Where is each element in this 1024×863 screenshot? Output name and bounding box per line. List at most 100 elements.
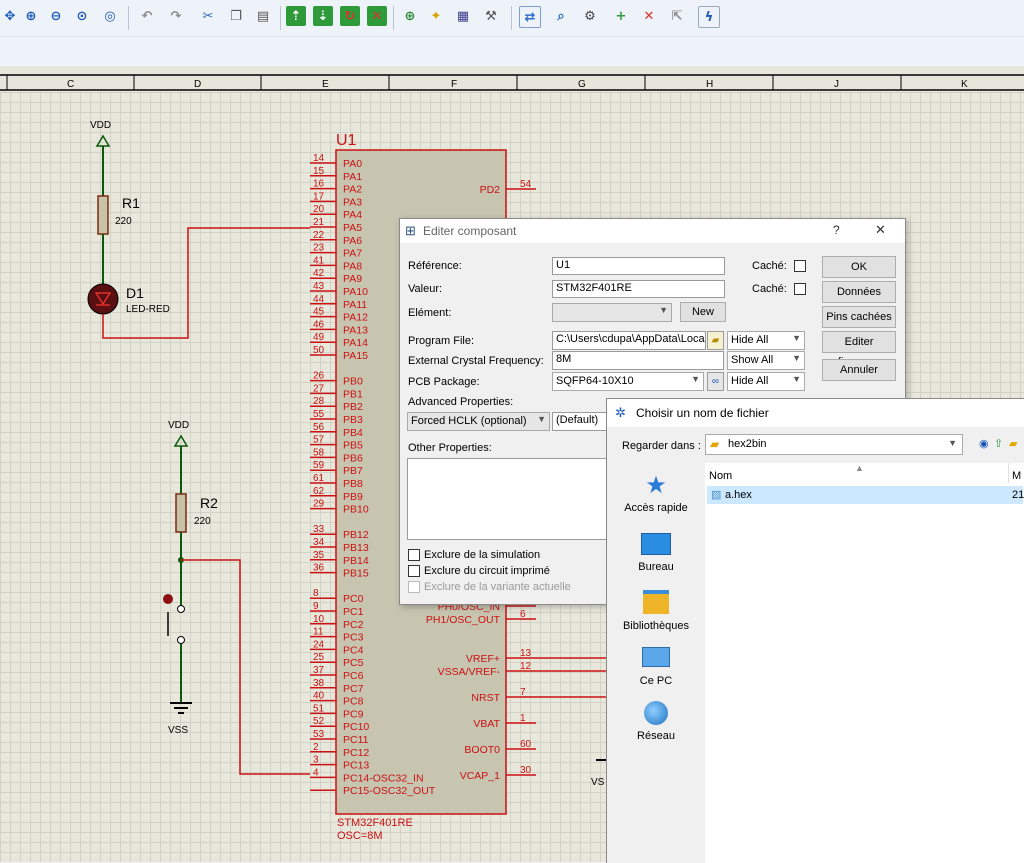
pin-number: 45 [313,307,325,318]
column-name-header[interactable]: Nom [709,470,732,482]
file-row[interactable]: ▧ a.hex 21 [707,486,1023,504]
pin-name: PB4 [343,427,363,439]
hidden-pins-button[interactable]: Pins cachées [822,306,896,328]
pin-number: 27 [313,383,325,394]
back-icon[interactable]: ◉ [979,437,989,450]
app-icon: ✲ [615,405,626,421]
reference-input[interactable]: U1 [552,257,725,275]
pin-number: 38 [313,678,325,689]
file-dialog-titlebar[interactable]: ✲ Choisir un nom de fichier [607,399,1024,427]
file-name: a.hex [725,489,752,501]
pin-name: PC12 [343,747,369,759]
ok-button[interactable]: OK [822,256,896,278]
place-network[interactable]: Réseau [607,701,705,742]
pin-number: 30 [520,765,532,776]
r1-value: 220 [115,216,132,227]
exclude-pcb-checkbox[interactable] [408,565,420,577]
pin-number: 4 [313,767,319,778]
pin-name: PA10 [343,286,368,298]
pin-name: PB13 [343,542,369,554]
pin-name: BOOT0 [464,744,500,756]
cancel-button[interactable]: Annuler [822,359,896,381]
pin-number: 50 [313,345,325,356]
pin-name: PC3 [343,632,364,644]
new-button[interactable]: New [680,302,726,322]
program-file-visibility-select[interactable]: Hide All▼ [727,331,805,350]
pin-number: 53 [313,729,325,740]
close-icon[interactable]: ✕ [875,222,886,238]
new-folder-icon[interactable]: ▰ [1009,437,1017,450]
button-actuator[interactable] [163,594,173,604]
exclude-sim-checkbox[interactable] [408,549,420,561]
pin-number: 34 [313,537,325,548]
pin-name: PB15 [343,568,369,580]
pin-name: PA1 [343,171,362,183]
hidden-checkbox-2[interactable] [794,283,806,295]
advanced-property-select[interactable]: Forced HCLK (optional)▼ [407,412,550,431]
d1-led[interactable] [88,284,118,314]
pin-number: 15 [313,166,325,177]
pin-name: PC1 [343,606,364,618]
crystal-visibility-select[interactable]: Show All▼ [727,351,805,370]
places-sidebar: ★ Accès rapide Bureau Bibliothèques Ce P… [607,463,705,863]
r2-resistor[interactable] [176,494,186,532]
element-select[interactable]: ▼ [552,303,672,322]
advanced-value-input[interactable]: (Default) [552,412,612,431]
pin-number: 12 [520,661,532,672]
folder-open-icon[interactable]: ▰ [707,331,724,350]
chevron-down-icon: ▼ [792,374,801,384]
pin-number: 33 [313,524,325,535]
pin-name: PB9 [343,491,363,503]
pin-number: 11 [313,627,324,638]
pin-number: 59 [313,460,325,471]
pin-number: 20 [313,204,325,215]
place-quick-access[interactable]: ★ Accès rapide [607,473,705,514]
pin-number: 52 [313,716,325,727]
current-folder: hex2bin [728,438,767,450]
u1-pin-pc15-osc32_out[interactable]: PC15-OSC32_OUT [310,785,436,797]
file-modified: 21 [1012,489,1024,501]
chevron-down-icon: ▼ [792,333,801,343]
other-properties-textarea[interactable] [407,458,619,540]
program-file-input[interactable]: C:\Users\cdupa\AppData\Local\ [552,331,706,350]
column-modified-header[interactable]: M [1012,470,1021,482]
value-input[interactable]: STM32F401RE [552,280,725,298]
chevron-down-icon: ▼ [948,438,957,448]
look-in-label: Regarder dans : [622,440,701,452]
dialog-titlebar[interactable]: ⊞ Editer composant ? ✕ [400,219,905,243]
place-libraries[interactable]: Bibliothèques [607,587,705,632]
advanced-label: Advanced Properties: [408,396,513,408]
pcb-visibility-select[interactable]: Hide All▼ [727,372,805,391]
look-in-select[interactable]: ▰ hex2bin ▼ [705,434,963,455]
up-folder-icon[interactable]: ⇧ [994,437,1003,450]
pin-number: 40 [313,691,325,702]
r1-resistor[interactable] [98,196,108,234]
d1-name: D1 [126,285,144,301]
pcb-package-select[interactable]: SQFP64-10X10▼ [552,372,704,391]
binoculars-icon[interactable]: ∞ [707,372,724,391]
edit-firmware-button[interactable]: Editer firmware [822,331,896,353]
crystal-visibility-value: Show All [731,354,773,366]
element-label: Elément: [408,307,451,319]
data-button[interactable]: Données [822,281,896,303]
pin-name: PC15-OSC32_OUT [343,785,436,797]
exclude-variant-checkbox[interactable] [408,581,420,593]
place-desktop[interactable]: Bureau [607,530,705,573]
hidden-label-1: Caché: [752,260,787,272]
pin-name: PC6 [343,670,364,682]
pin-number: 35 [313,550,325,561]
hidden-checkbox-1[interactable] [794,260,806,272]
crystal-input[interactable]: 8M [552,351,724,370]
pin-number: 62 [313,486,325,497]
crystal-label: External Crystal Frequency: [408,355,544,367]
pin-number: 23 [313,243,325,254]
file-list[interactable]: ▲ Nom M ▧ a.hex 21 [705,463,1024,863]
pin-name: PC0 [343,593,364,605]
exclude-variant-label: Exclure de la variante actuelle [424,581,571,593]
place-this-pc[interactable]: Ce PC [607,644,705,687]
help-button[interactable]: ? [833,223,840,237]
pin-number: 51 [313,703,325,714]
pin-name: PA11 [343,299,367,311]
place-label: Bureau [638,561,673,573]
pcb-package-value: SQFP64-10X10 [556,375,634,387]
